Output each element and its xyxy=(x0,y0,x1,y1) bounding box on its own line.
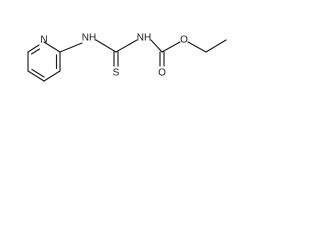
bond-n-c2 xyxy=(43,41,61,53)
bond-cs-nh xyxy=(115,39,138,53)
chemical-structure-diagram: N NH S NH O O xyxy=(27,33,227,82)
bond-nh-co xyxy=(150,39,163,53)
atom-sulfur: S xyxy=(113,68,120,79)
bond-co-oester xyxy=(161,41,181,53)
atom-amine-nh: NH xyxy=(82,33,96,44)
atom-ester-oxygen: O xyxy=(180,35,188,46)
bond-oester-ch2 xyxy=(187,41,207,53)
bond-nh-cs xyxy=(95,39,117,53)
bond-inner-c4-c5 xyxy=(31,68,45,78)
structure-canvas: N NH S NH O O xyxy=(0,0,246,103)
atom-labels: N NH S NH O O xyxy=(40,33,188,79)
bond-inner-n-c6 xyxy=(30,48,41,55)
bond-c3-c4 xyxy=(43,70,61,82)
chain-bonds xyxy=(59,39,227,67)
pyridine-ring xyxy=(27,41,61,82)
atom-carbamate-nh: NH xyxy=(137,33,151,44)
bond-c6-n xyxy=(27,44,40,53)
bond-ch2-ch3 xyxy=(205,39,227,53)
bond-c2-nh xyxy=(59,42,83,53)
bond-c4-c5 xyxy=(27,70,45,82)
atom-ring-nitrogen: N xyxy=(40,35,47,46)
atom-carbonyl-oxygen: O xyxy=(158,68,166,79)
